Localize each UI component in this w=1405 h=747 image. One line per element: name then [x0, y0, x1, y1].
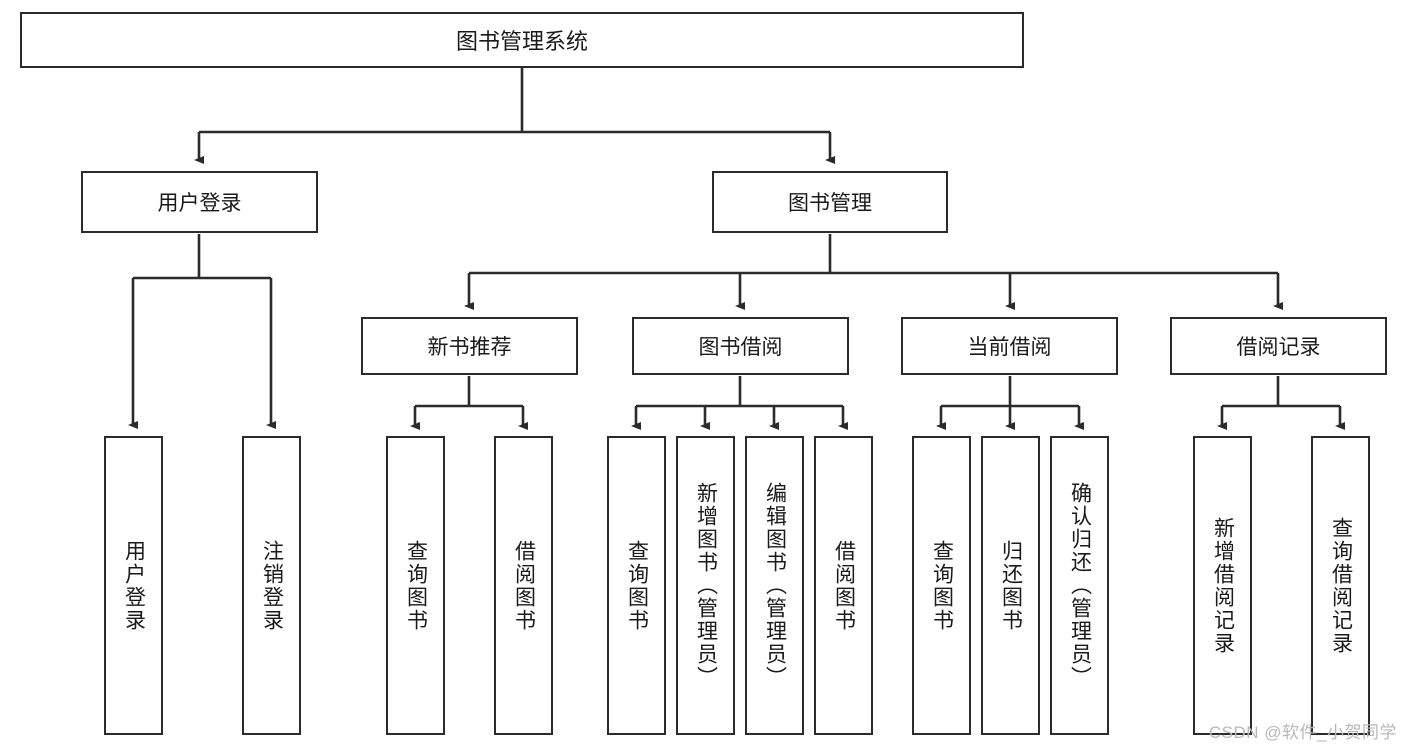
leaf-borrow-borrow-book-label: 借阅图书 — [832, 539, 856, 632]
leaf-borrow-add-book[interactable]: 新增图书（管理员） — [676, 436, 735, 735]
node-book-borrow[interactable]: 图书借阅 — [632, 317, 849, 375]
leaf-record-add-record[interactable]: 新增借阅记录 — [1193, 436, 1252, 735]
leaf-user-login-logout[interactable]: 注销登录 — [242, 436, 301, 735]
node-new-book-recommend[interactable]: 新书推荐 — [361, 317, 578, 375]
node-current-borrow-label: 当前借阅 — [967, 336, 1052, 359]
node-user-login[interactable]: 用户登录 — [81, 171, 318, 233]
leaf-current-query-book-label: 查询图书 — [930, 539, 954, 632]
node-new-book-recommend-label: 新书推荐 — [427, 336, 512, 359]
leaf-current-confirm-return-label: 确认归还（管理员） — [1068, 482, 1092, 689]
node-root-label: 图书管理系统 — [455, 29, 588, 54]
leaf-current-return-book-label: 归还图书 — [999, 539, 1023, 632]
node-root[interactable]: 图书管理系统 — [20, 12, 1024, 68]
node-book-management-label: 图书管理 — [788, 192, 872, 215]
leaf-record-add-record-label: 新增借阅记录 — [1211, 516, 1235, 655]
leaf-recommend-borrow-book[interactable]: 借阅图书 — [494, 436, 553, 735]
watermark-text: CSDN @软件_小贺同学 — [1208, 723, 1397, 742]
leaf-borrow-query-book[interactable]: 查询图书 — [607, 436, 666, 735]
node-borrow-record-label: 借阅记录 — [1236, 336, 1321, 359]
leaf-borrow-query-book-label: 查询图书 — [625, 539, 649, 632]
node-current-borrow[interactable]: 当前借阅 — [901, 317, 1118, 375]
leaf-recommend-query-book-label: 查询图书 — [404, 539, 428, 632]
leaf-borrow-borrow-book[interactable]: 借阅图书 — [814, 436, 873, 735]
leaf-user-login-login-label: 用户登录 — [122, 539, 146, 632]
leaf-record-query-record-label: 查询借阅记录 — [1329, 516, 1353, 655]
node-book-management[interactable]: 图书管理 — [712, 171, 948, 233]
node-user-login-label: 用户登录 — [157, 192, 242, 215]
leaf-record-query-record[interactable]: 查询借阅记录 — [1311, 436, 1370, 735]
leaf-current-return-book[interactable]: 归还图书 — [981, 436, 1040, 735]
leaf-current-query-book[interactable]: 查询图书 — [912, 436, 971, 735]
node-book-borrow-label: 图书借阅 — [698, 336, 783, 359]
leaf-recommend-query-book[interactable]: 查询图书 — [386, 436, 445, 735]
leaf-current-confirm-return[interactable]: 确认归还（管理员） — [1050, 436, 1109, 735]
leaf-borrow-edit-book[interactable]: 编辑图书（管理员） — [745, 436, 804, 735]
leaf-user-login-login[interactable]: 用户登录 — [104, 436, 163, 735]
node-borrow-record[interactable]: 借阅记录 — [1170, 317, 1387, 375]
leaf-borrow-edit-book-label: 编辑图书（管理员） — [763, 482, 787, 689]
leaf-borrow-add-book-label: 新增图书（管理员） — [694, 482, 718, 689]
leaf-recommend-borrow-book-label: 借阅图书 — [512, 539, 536, 632]
leaf-user-login-logout-label: 注销登录 — [260, 539, 284, 632]
